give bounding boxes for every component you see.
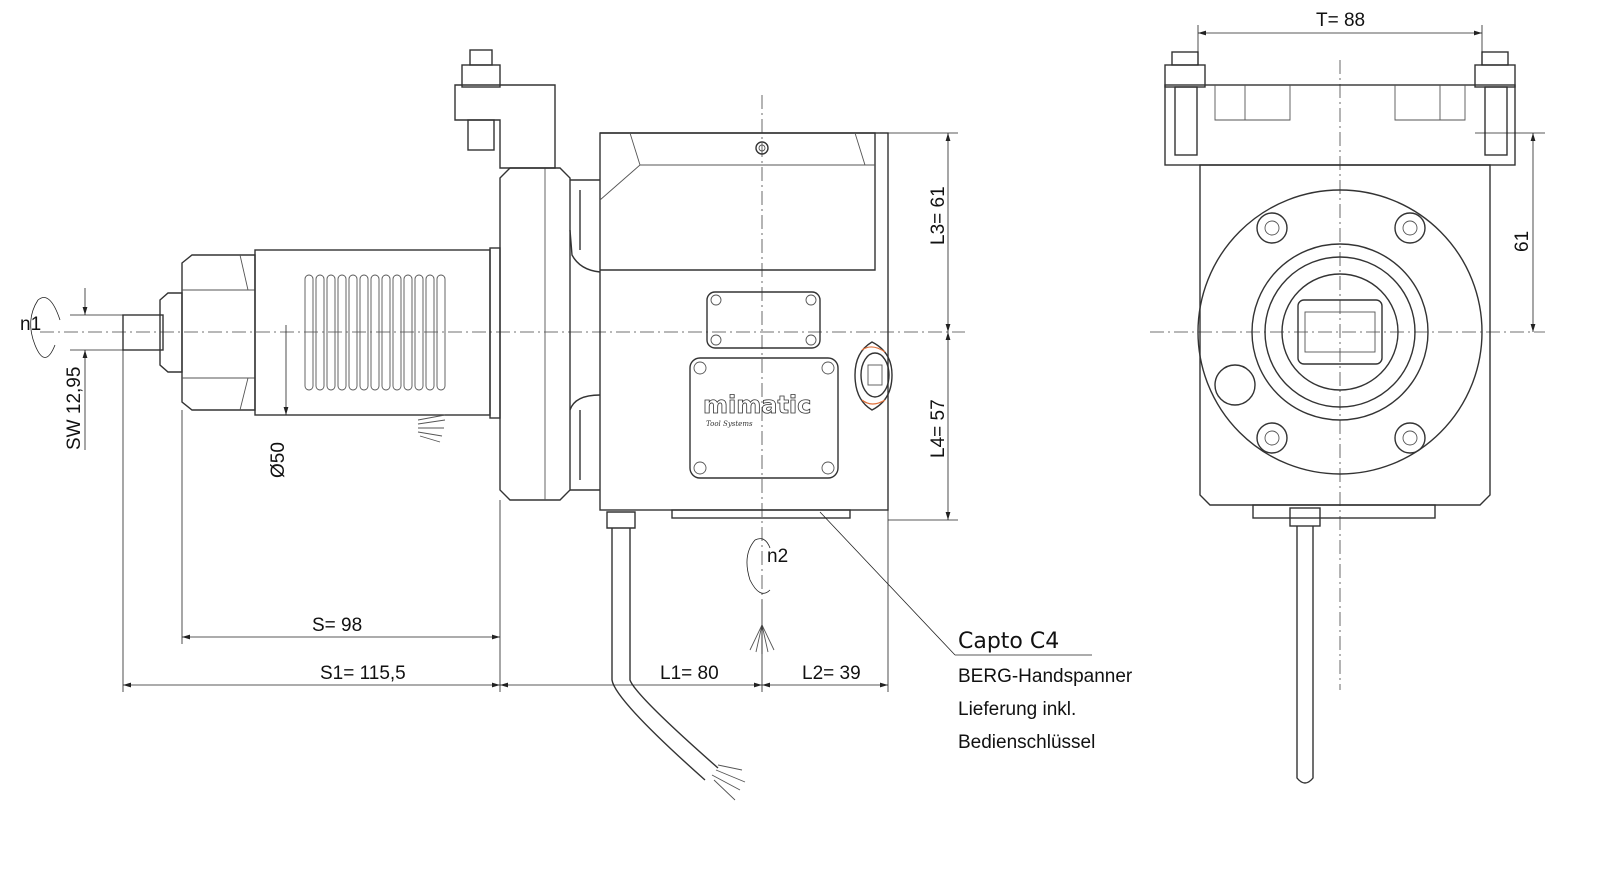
- coolant-hose: [611, 528, 719, 781]
- front-gland: [1289, 507, 1321, 527]
- thread-rib: [326, 274, 336, 391]
- threaded-body: [254, 249, 491, 416]
- capto-flange: [1197, 189, 1483, 475]
- thread-rib: [359, 274, 369, 391]
- thread-rib: [392, 274, 402, 391]
- thread-rib: [414, 274, 424, 391]
- capto-key: [1304, 311, 1376, 353]
- capto-polygon: [1297, 299, 1383, 365]
- dim-l1: L1= 80: [660, 663, 719, 684]
- lower-coolant-pipe: [569, 394, 601, 491]
- grease-nipple-inner: [758, 144, 766, 152]
- front-bottom-plate: [1252, 504, 1436, 519]
- grease-nipple-icon: [755, 141, 769, 155]
- front-view: T= 88 61: [1150, 10, 1545, 784]
- capto-ring-outer: [1251, 243, 1429, 421]
- housing-top-block: [600, 132, 876, 271]
- upper-coolant-pipe: [569, 179, 601, 273]
- dim-61: 61: [1512, 231, 1533, 252]
- side-view: mimatic Tool Systems: [20, 49, 1133, 801]
- note-line-3: Bedienschlüssel: [958, 732, 1095, 753]
- screw-icon: [1256, 422, 1288, 454]
- dim-l3: L3= 61: [928, 186, 949, 245]
- cable-gland: [606, 511, 636, 529]
- drive-shaft: [122, 314, 164, 351]
- thread-rib: [304, 274, 314, 391]
- capto-clamp-handle-icon: [854, 341, 893, 411]
- spindle-detail: [182, 254, 255, 411]
- thread-rib: [403, 274, 413, 391]
- bolt-head: [461, 64, 501, 88]
- clamp-bracket: [454, 84, 556, 169]
- note-title: Capto C4: [958, 629, 1059, 654]
- note-line-2: Lieferung inkl.: [958, 699, 1076, 720]
- spindle-flange: [489, 247, 501, 419]
- dim-s1: S1= 115,5: [320, 663, 406, 684]
- front-dimension-lines: [1197, 25, 1545, 332]
- bottom-slot: [671, 509, 851, 519]
- capto-ring-inner: [1281, 273, 1399, 391]
- screw-icon: [1394, 212, 1426, 244]
- thread-rib: [436, 274, 446, 391]
- thread-rib: [370, 274, 380, 391]
- cover-plate-small: [706, 291, 821, 349]
- spindle-nose: [181, 254, 256, 411]
- bolt-thread: [467, 119, 495, 151]
- adapter-plate: [499, 167, 571, 501]
- dim-l4: L4= 57: [928, 399, 949, 458]
- rotation-n2-icon: [746, 538, 771, 594]
- rotation-n1-icon: [30, 297, 61, 358]
- front-bolt-right: [1474, 51, 1516, 156]
- brand-subtitle: Tool Systems: [706, 420, 753, 428]
- capto-ring-mid: [1264, 256, 1416, 408]
- bolt-tip: [469, 49, 493, 66]
- dim-sw: SW 12,95: [64, 367, 85, 450]
- note-line-1: BERG-Handspanner: [958, 666, 1133, 687]
- front-housing: [1199, 164, 1491, 506]
- dim-t: T= 88: [1316, 10, 1365, 31]
- dim-s: S= 98: [312, 615, 362, 636]
- top-plate-detail: [1214, 85, 1466, 121]
- screw-icon: [1394, 422, 1426, 454]
- brand-plate: [689, 357, 839, 479]
- brand-logo: mimatic: [703, 391, 811, 419]
- main-housing: [599, 132, 889, 511]
- screw-icon: [1256, 212, 1288, 244]
- coolant-port: [1214, 364, 1256, 406]
- dimension-lines: [70, 132, 1092, 692]
- hose-spray-icon: [711, 764, 746, 801]
- thread-rib: [315, 274, 325, 391]
- thread-rib: [337, 274, 347, 391]
- dim-l2: L2= 39: [802, 663, 861, 684]
- front-bolt-left: [1164, 51, 1206, 156]
- thread-rib: [348, 274, 358, 391]
- coolant-spray-icon: [417, 414, 446, 443]
- thread-rib: [425, 274, 435, 391]
- dim-n1: n1: [20, 314, 41, 335]
- front-hose: [1296, 526, 1314, 784]
- thread-ribs: [304, 274, 446, 391]
- housing-chamfers: [599, 132, 875, 201]
- dim-n2: n2: [767, 546, 788, 567]
- thread-rib: [381, 274, 391, 391]
- dim-d50: Ø50: [268, 442, 289, 478]
